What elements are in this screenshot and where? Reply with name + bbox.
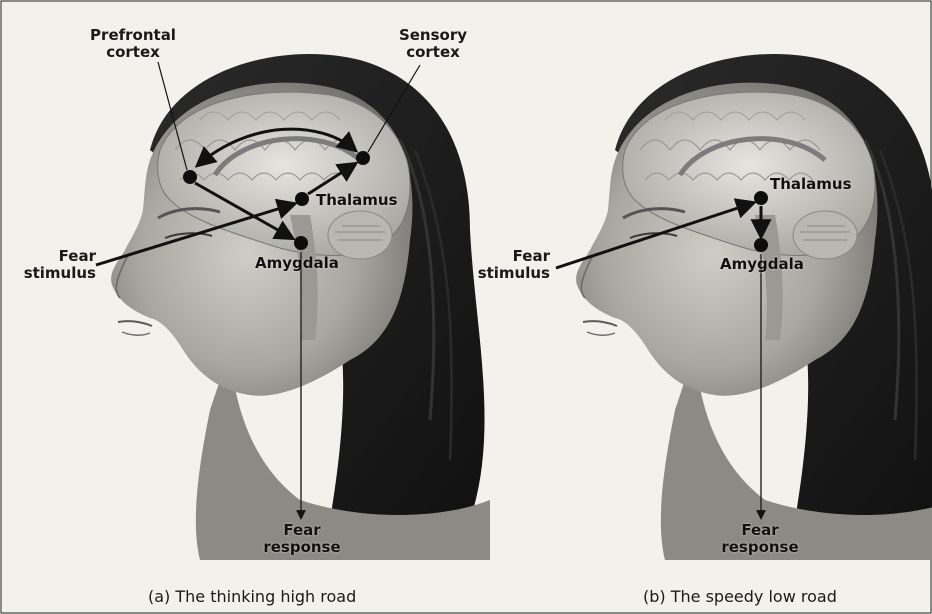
fear-response-label-b: Fear response (716, 522, 804, 556)
fear-stimulus-label-a: Fear stimulus (6, 248, 96, 282)
fear-stimulus-label-b: Fear stimulus (460, 248, 550, 282)
thalamus-label-a: Thalamus (316, 192, 398, 209)
sensory-cortex-label: Sensory cortex (388, 27, 478, 61)
amygdala-label-b: Amygdala (720, 256, 804, 273)
amygdala-dot-a (294, 236, 308, 250)
fear-stimulus-a-line1: Fear (6, 248, 96, 265)
fear-response-a-line1: Fear (258, 522, 346, 539)
amygdala-label-a: Amygdala (255, 255, 339, 272)
fear-stimulus-b-line1: Fear (460, 248, 550, 265)
fear-response-b-line2: response (716, 539, 804, 556)
caption-b: (b) The speedy low road (643, 587, 837, 606)
fear-response-a-line2: response (258, 539, 346, 556)
prefrontal-label-line1: Prefrontal (78, 27, 188, 44)
caption-a: (a) The thinking high road (148, 587, 356, 606)
prefrontal-label-line2: cortex (78, 44, 188, 61)
sensory-label-line1: Sensory (388, 27, 478, 44)
thalamus-dot-a (295, 192, 309, 206)
panel-b-head-illustration (576, 54, 932, 560)
fear-stimulus-b-line2: stimulus (460, 265, 550, 282)
prefrontal-cortex-dot (183, 170, 197, 184)
thalamus-label-b: Thalamus (770, 176, 852, 193)
amygdala-dot-b (754, 238, 768, 252)
sensory-cortex-dot (356, 151, 370, 165)
fear-response-b-line1: Fear (716, 522, 804, 539)
thalamus-dot-b (754, 191, 768, 205)
fear-response-label-a: Fear response (258, 522, 346, 556)
sensory-label-line2: cortex (388, 44, 478, 61)
fear-stimulus-a-line2: stimulus (6, 265, 96, 282)
prefrontal-cortex-label: Prefrontal cortex (78, 27, 188, 61)
